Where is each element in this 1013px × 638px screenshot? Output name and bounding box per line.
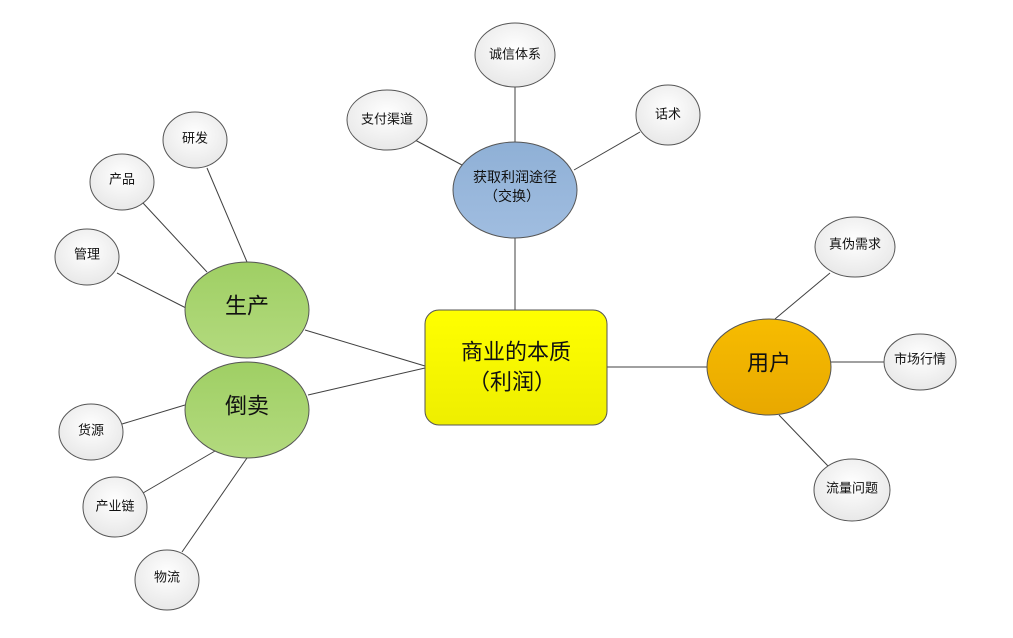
- svg-text:真伪需求: 真伪需求: [829, 238, 881, 253]
- exchange-subtitle: （交换）: [484, 188, 540, 205]
- svg-text:产业链: 产业链: [95, 500, 134, 515]
- svg-text:支付渠道: 支付渠道: [361, 113, 413, 128]
- leaf-industry-chain[interactable]: 产业链: [82, 476, 148, 538]
- svg-text:研发: 研发: [182, 131, 208, 147]
- center-node[interactable]: 商业的本质 （利润）: [424, 309, 608, 426]
- center-title: 商业的本质: [461, 341, 571, 366]
- leaf-product[interactable]: 产品: [89, 153, 155, 211]
- leaf-logistics[interactable]: 物流: [134, 549, 200, 611]
- leaf-market[interactable]: 市场行情: [883, 333, 957, 391]
- edges: [116, 87, 884, 553]
- leaf-rhetoric[interactable]: 话术: [635, 84, 701, 146]
- svg-text:用户: 用户: [747, 352, 791, 377]
- center-subtitle: （利润）: [468, 371, 556, 396]
- svg-text:物流: 物流: [154, 571, 180, 586]
- svg-text:话术: 话术: [655, 108, 681, 123]
- svg-text:倒卖: 倒卖: [225, 395, 269, 420]
- svg-text:管理: 管理: [74, 248, 100, 263]
- svg-text:诚信体系: 诚信体系: [489, 48, 541, 63]
- svg-text:市场行情: 市场行情: [894, 352, 946, 368]
- svg-text:流量问题: 流量问题: [826, 482, 878, 497]
- resale-node[interactable]: 倒卖: [184, 361, 310, 459]
- svg-text:生产: 生产: [225, 295, 269, 320]
- leaf-rnd[interactable]: 研发: [162, 111, 228, 169]
- exchange-node[interactable]: 获取利润途径 （交换）: [452, 141, 578, 239]
- leaf-payment[interactable]: 支付渠道: [346, 89, 428, 151]
- leaf-supply[interactable]: 货源: [58, 403, 124, 461]
- leaf-management[interactable]: 管理: [54, 228, 120, 286]
- production-node[interactable]: 生产: [184, 261, 310, 359]
- leaf-integrity[interactable]: 诚信体系: [474, 22, 556, 88]
- svg-text:货源: 货源: [78, 423, 104, 439]
- exchange-title: 获取利润途径: [473, 169, 557, 186]
- user-node[interactable]: 用户: [706, 318, 832, 416]
- leaf-traffic[interactable]: 流量问题: [813, 458, 891, 522]
- leaf-real-demand[interactable]: 真伪需求: [814, 216, 896, 278]
- svg-text:产品: 产品: [109, 173, 135, 188]
